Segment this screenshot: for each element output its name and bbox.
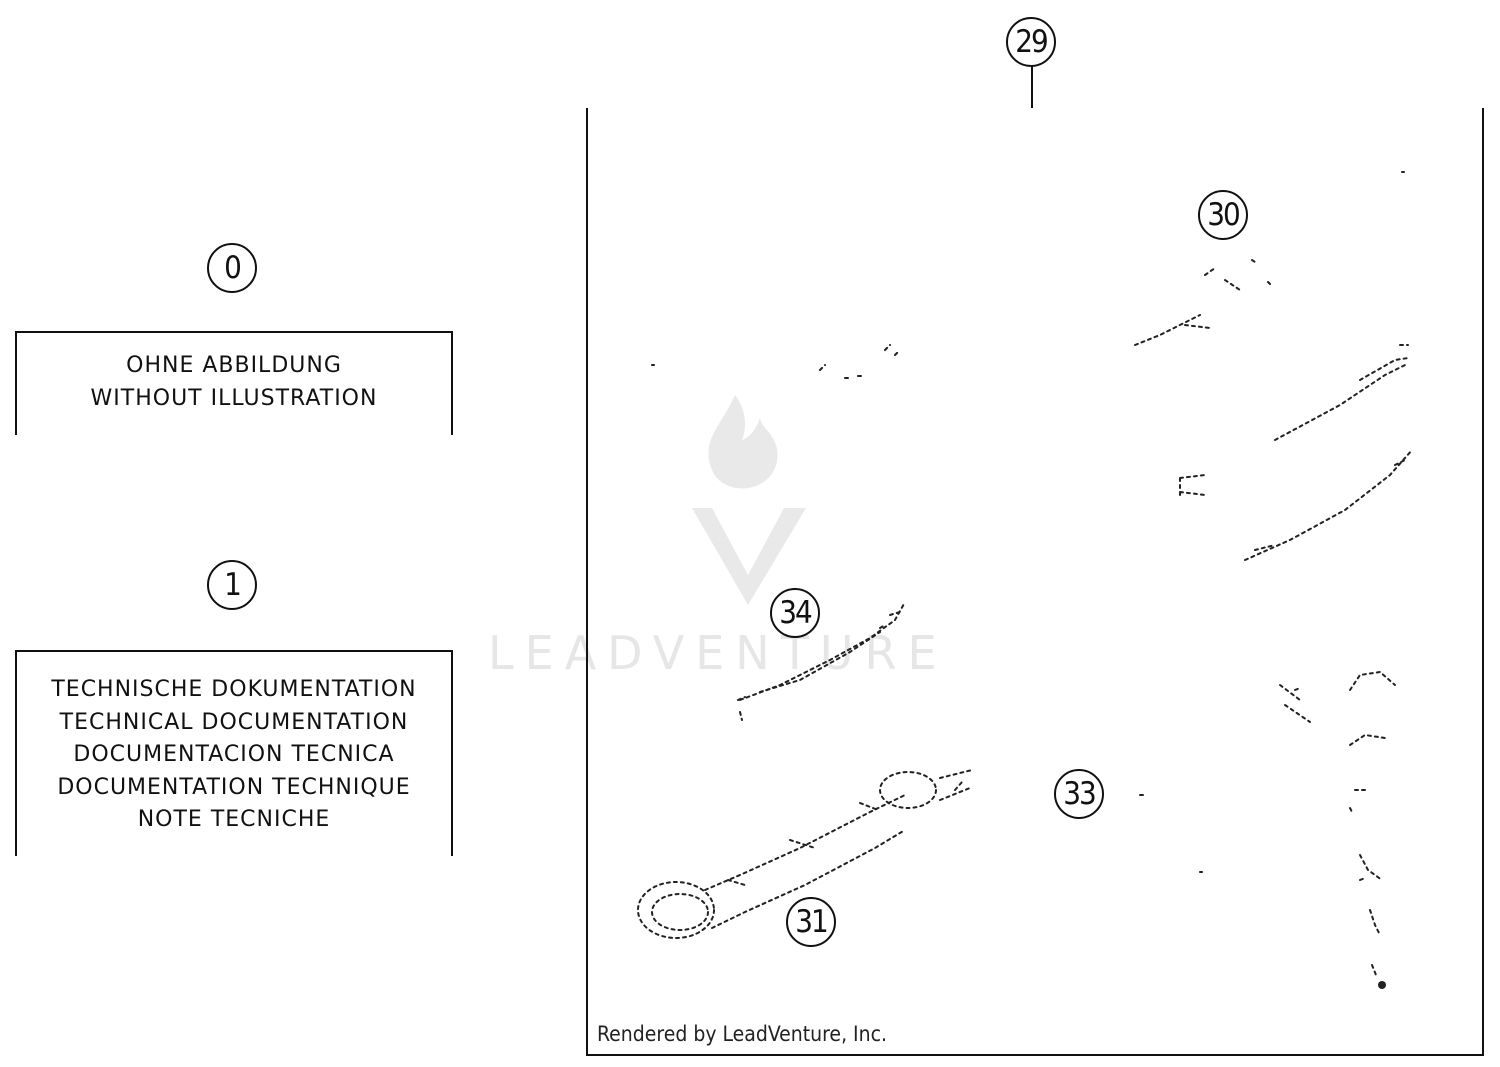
callout-1-number: 1 [224, 567, 242, 603]
callout-31-number: 31 [795, 904, 829, 940]
box-1-line-3: DOCUMENTACION TECNICA [73, 742, 395, 767]
box-1-line-4: DOCUMENTATION TECHNIQUE [57, 774, 411, 800]
callout-34-number: 34 [779, 595, 813, 631]
callout-29-number: 29 [1015, 24, 1049, 60]
callout-34: 34 [770, 588, 820, 638]
hex-key-end-dot [1378, 981, 1386, 989]
callout-30-number: 30 [1207, 197, 1241, 233]
box-1-line-5: NOTE TECNICHE [137, 807, 331, 832]
without-illustration-box: OHNE ABBILDUNG WITHOUT ILLUSTRATION [15, 331, 453, 435]
callout-29: 29 [1006, 17, 1056, 67]
callout-30: 30 [1198, 190, 1248, 240]
rendered-by-credit: Rendered by LeadVenture, Inc. [597, 1022, 887, 1046]
tool-kit-frame [586, 108, 1484, 1056]
box-1-line-2: TECHNICAL DOCUMENTATION [59, 709, 409, 735]
box-0-line-2: WITHOUT ILLUSTRATION [90, 385, 378, 411]
callout-29-leader-line [1031, 66, 1033, 108]
wrench-icon [1134, 259, 1413, 561]
callout-1: 1 [207, 560, 257, 610]
callout-33-number: 33 [1063, 776, 1097, 812]
watermark-text: LEADVENTURE [488, 626, 948, 680]
spanner-icon [737, 601, 906, 721]
hex-key-icon [1139, 670, 1396, 976]
callout-33: 33 [1054, 769, 1104, 819]
callout-0: 0 [207, 243, 257, 293]
callout-31: 31 [786, 897, 836, 947]
callout-0-number: 0 [224, 250, 242, 286]
technical-documentation-box: TECHNISCHE DOKUMENTATION TECHNICAL DOCUM… [15, 650, 453, 856]
box-1-line-1: TECHNISCHE DOKUMENTATION [51, 677, 417, 702]
box-0-line-1: OHNE ABBILDUNG [126, 353, 342, 378]
combination-wrench-icon [637, 769, 973, 939]
